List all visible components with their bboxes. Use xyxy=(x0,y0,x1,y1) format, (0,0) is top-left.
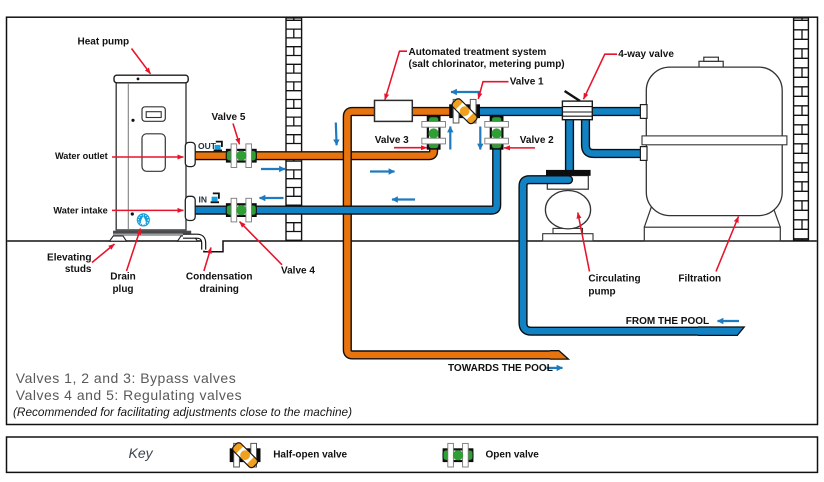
svg-text:4-way valve: 4-way valve xyxy=(618,49,674,60)
svg-text:Circulating: Circulating xyxy=(588,274,640,285)
svg-text:Valve 3: Valve 3 xyxy=(375,135,409,146)
svg-text:Open valve: Open valve xyxy=(486,450,540,461)
svg-text:Elevating: Elevating xyxy=(47,253,91,264)
svg-text:draining: draining xyxy=(199,284,238,295)
svg-text:Valve 1: Valve 1 xyxy=(510,77,544,88)
svg-text:Water intake: Water intake xyxy=(53,205,107,215)
svg-text:Valve 5: Valve 5 xyxy=(212,112,246,123)
svg-text:plug: plug xyxy=(112,284,133,295)
svg-text:Valves 4 and 5: Regulating val: Valves 4 and 5: Regulating valves xyxy=(16,387,242,403)
svg-text:Automated treatment system: Automated treatment system xyxy=(409,47,547,58)
svg-text:Condensation: Condensation xyxy=(186,271,253,282)
svg-text:studs: studs xyxy=(65,264,92,275)
svg-text:Drain: Drain xyxy=(110,271,136,282)
svg-text:Heat pump: Heat pump xyxy=(78,37,130,48)
svg-text:TOWARDS THE POOL: TOWARDS THE POOL xyxy=(448,363,553,374)
svg-text:(salt chlorinator, metering pu: (salt chlorinator, metering pump) xyxy=(409,59,565,70)
svg-text:FROM THE POOL: FROM THE POOL xyxy=(626,316,709,327)
svg-text:Half-open valve: Half-open valve xyxy=(273,450,347,461)
svg-text:pump: pump xyxy=(588,286,615,297)
svg-text:Valve 4: Valve 4 xyxy=(281,265,315,276)
svg-text:(Recommended for facilitating: (Recommended for facilitating adjustment… xyxy=(13,405,352,419)
svg-text:IN: IN xyxy=(199,194,208,204)
svg-text:Filtration: Filtration xyxy=(678,273,721,284)
svg-text:Key: Key xyxy=(129,445,154,461)
svg-text:Water outlet: Water outlet xyxy=(55,151,108,161)
svg-text:OUT: OUT xyxy=(198,141,217,151)
svg-text:Valves 1, 2 and 3: Bypass valv: Valves 1, 2 and 3: Bypass valves xyxy=(16,370,236,386)
svg-text:Valve 2: Valve 2 xyxy=(520,135,554,146)
